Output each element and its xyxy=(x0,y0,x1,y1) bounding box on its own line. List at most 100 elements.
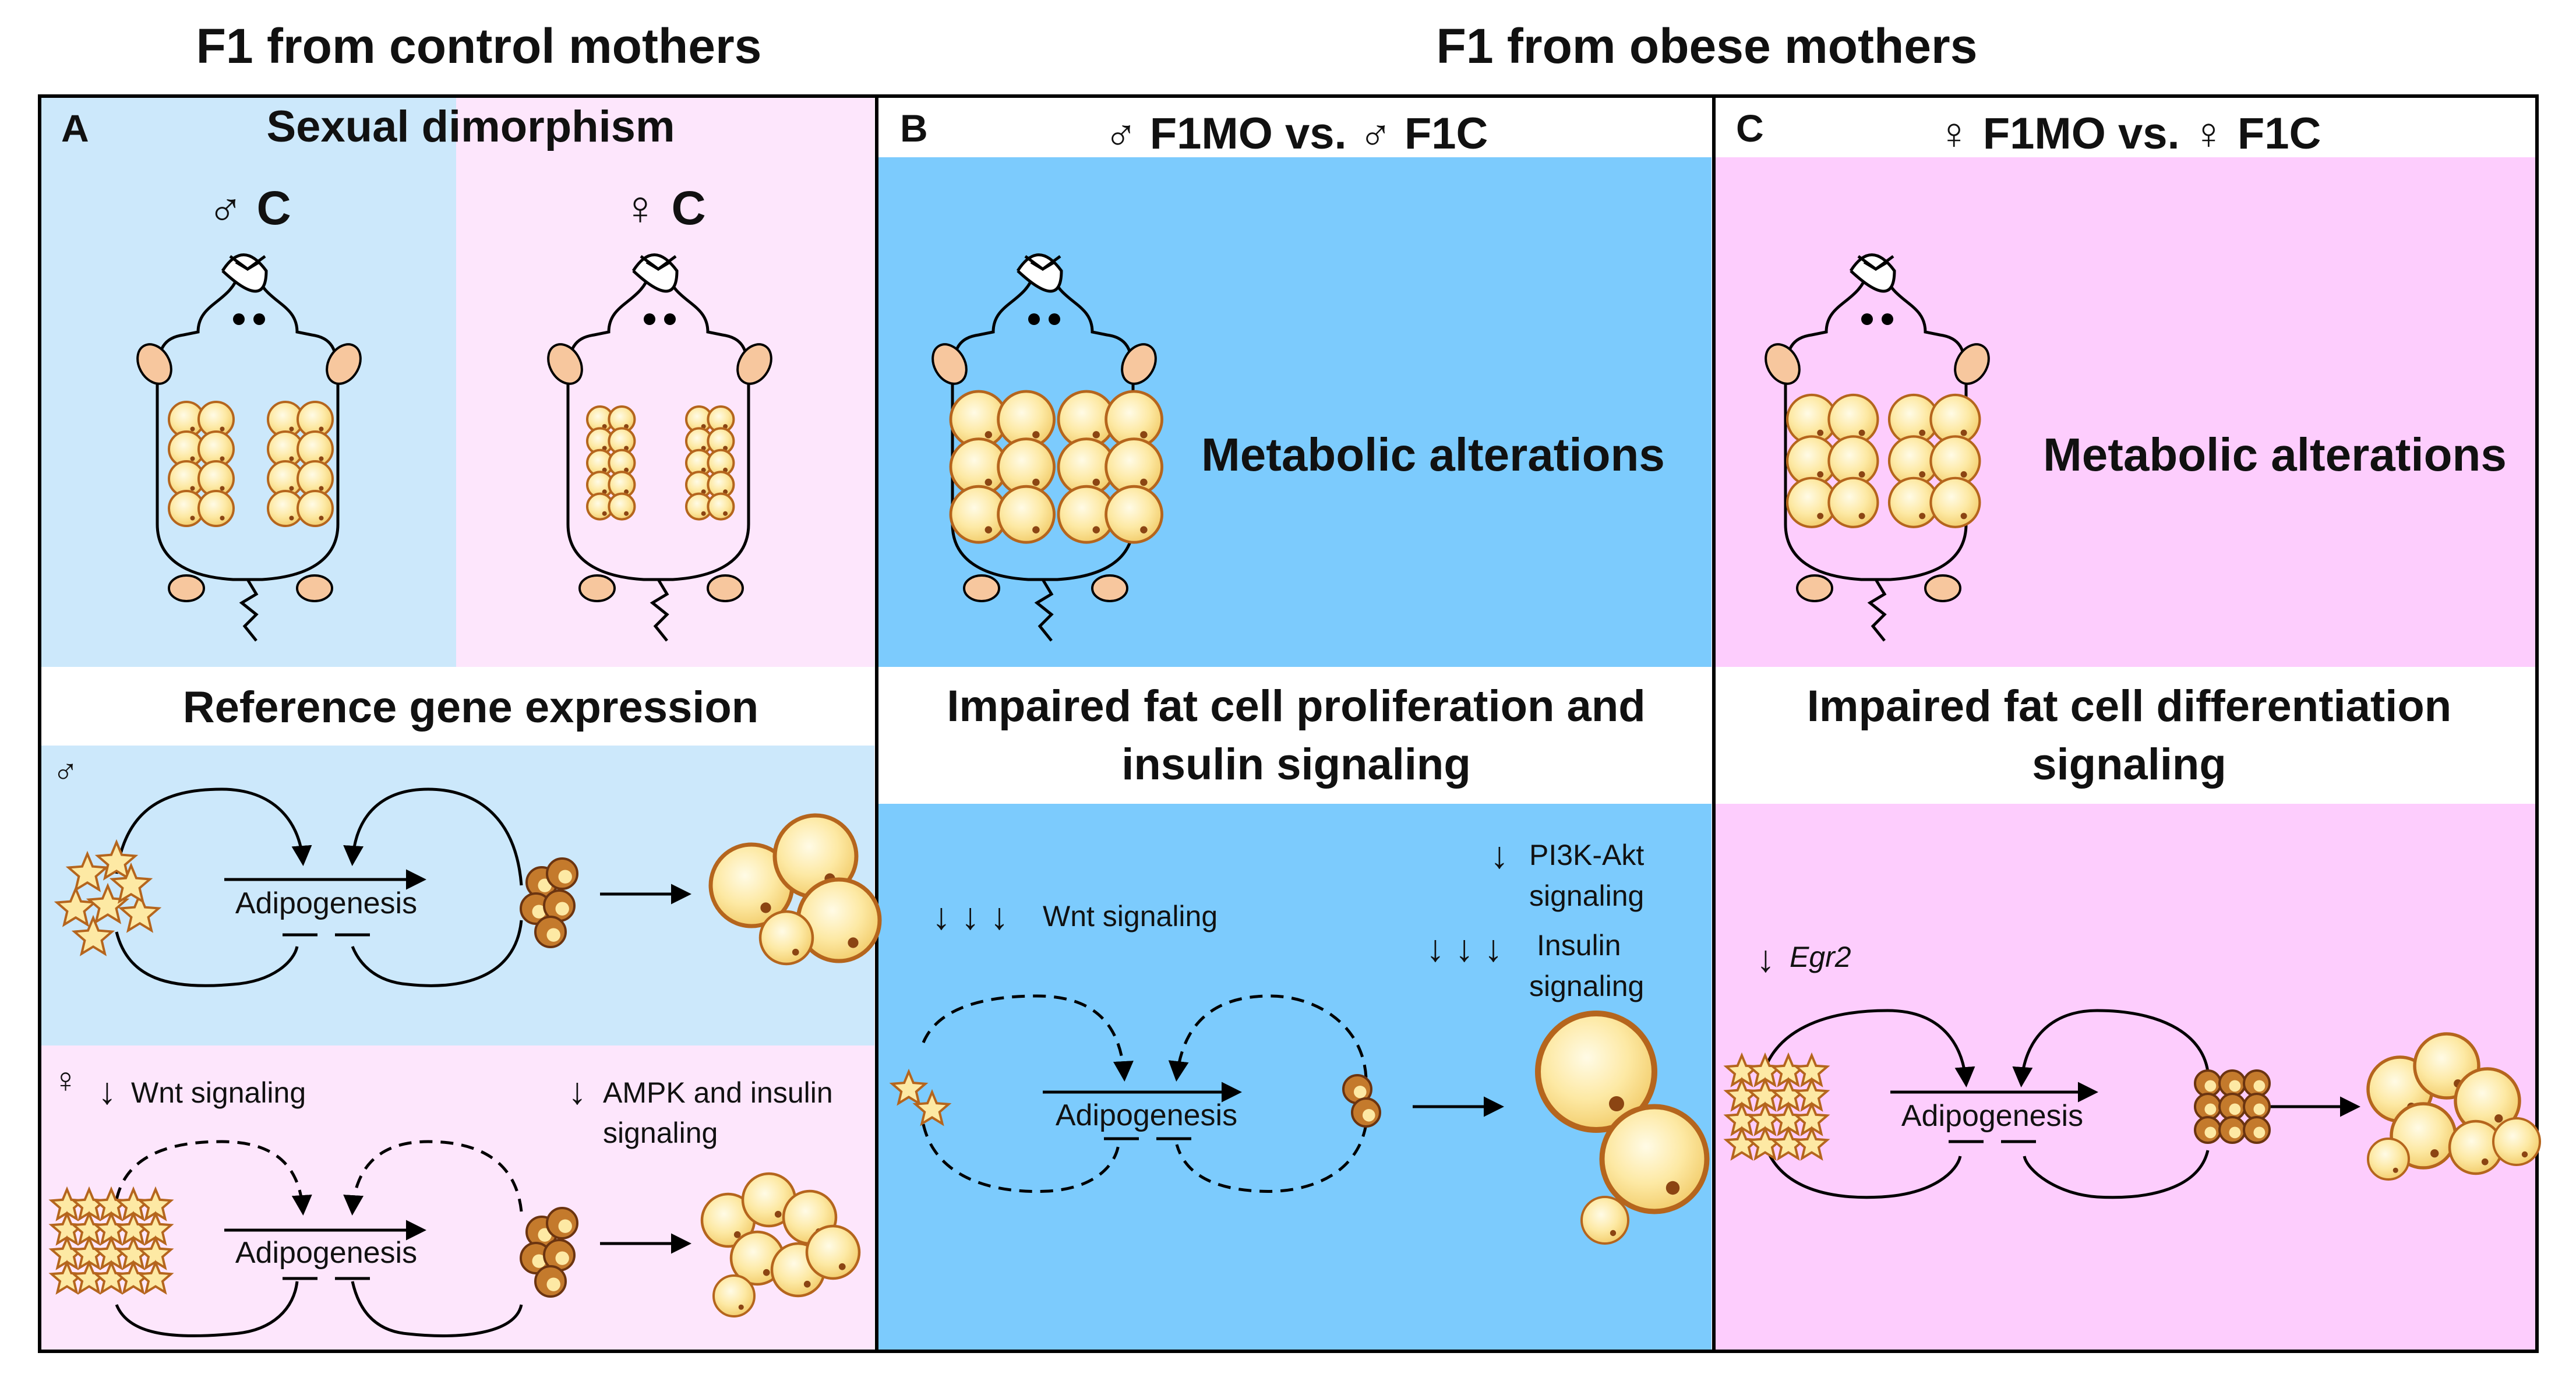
depot-cell xyxy=(1929,476,1981,528)
panel-b-section-title-2: insulin signaling xyxy=(1121,740,1471,789)
panel-b-pi3k-1: PI3K-Akt xyxy=(1529,839,1644,871)
precursor-star xyxy=(137,1259,174,1295)
precursor-star xyxy=(1793,1125,1830,1161)
preadipocyte xyxy=(2218,1116,2246,1144)
panel-b-section-title-1: Impaired fat cell proliferation and xyxy=(947,681,1645,731)
preadipocyte xyxy=(2194,1069,2222,1097)
panel-b-title: ♂ F1MO vs. ♂ F1C xyxy=(1104,109,1488,158)
frames xyxy=(38,94,2539,1353)
preadipocyte xyxy=(543,1239,576,1271)
precursor-star xyxy=(109,862,153,904)
female-control-label: ♀ C xyxy=(622,182,706,235)
female-symbol: ♀ xyxy=(52,1061,79,1100)
panel-b-pi3k-arrow: ↓ xyxy=(1490,834,1509,876)
panel-a-female-adipogenesis: Adipogenesis xyxy=(235,1236,417,1270)
preadipocyte xyxy=(2243,1116,2271,1144)
preadipocyte xyxy=(2243,1093,2271,1121)
preadipocyte xyxy=(2194,1116,2222,1144)
preadipocyte xyxy=(1351,1097,1381,1128)
panel-b-wnt: Wnt signaling xyxy=(1043,900,1218,933)
depot-cell xyxy=(197,490,235,527)
depot-cell xyxy=(685,492,713,521)
preadipocyte xyxy=(2218,1093,2246,1121)
adipocyte xyxy=(805,1224,861,1280)
depot-cell xyxy=(707,471,735,499)
adipocyte xyxy=(1535,1011,1657,1133)
adipocyte xyxy=(1599,1104,1710,1214)
depot-cell xyxy=(1104,485,1163,544)
outer-frame xyxy=(38,94,2539,1353)
panel-c-adipogenesis: Adipogenesis xyxy=(1901,1099,2083,1133)
panel-b-insulin-arrows: ↓ ↓ ↓ xyxy=(1426,927,1503,969)
adipocyte xyxy=(2492,1117,2541,1166)
panel-b-metabolic: Metabolic alterations xyxy=(1201,429,1665,481)
depot-cell xyxy=(1827,476,1879,528)
preadipocyte xyxy=(2218,1069,2246,1097)
panel-a-male-cycle xyxy=(115,787,691,987)
panel-a-letter: A xyxy=(61,107,89,150)
panel-a-ampk-arrow: ↓ xyxy=(568,1070,587,1112)
panel-c-section-title-1: Impaired fat cell differentiation xyxy=(1807,681,2451,731)
precursor-star xyxy=(94,839,139,881)
preadipocyte xyxy=(520,1242,552,1274)
depot-cell xyxy=(1887,476,1940,528)
panel-c-cycle xyxy=(1760,1009,2360,1199)
precursor-star xyxy=(118,891,162,933)
panel-c-egr: Egr2 xyxy=(1790,941,1851,973)
panel-b-cycle xyxy=(922,994,1504,1193)
panel-b-letter: B xyxy=(900,107,928,150)
panel-a-title: Sexual dimorphism xyxy=(266,102,675,151)
preadipocyte xyxy=(2243,1069,2271,1097)
depot-cell xyxy=(168,490,205,527)
precursor-star xyxy=(65,850,110,892)
pathway-cells xyxy=(48,813,2541,1318)
depot-cell xyxy=(608,492,636,521)
adipocyte xyxy=(712,1274,756,1318)
panel-a-section-title: Reference gene expression xyxy=(183,683,758,732)
panel-c-title: ♀ F1MO vs. ♀ F1C xyxy=(1938,109,2321,158)
adipocyte xyxy=(1580,1196,1629,1245)
depot-cell xyxy=(1785,476,1838,528)
preadipocyte xyxy=(2194,1093,2222,1121)
panel-b-adipogenesis: Adipogenesis xyxy=(1056,1099,1237,1132)
adipocyte xyxy=(2367,1138,2410,1181)
preadipocyte xyxy=(546,857,578,890)
male-control-label: ♂ C xyxy=(207,182,291,235)
panel-c-section-title-2: signaling xyxy=(2032,740,2226,789)
panel-b-pi3k-2: signaling xyxy=(1529,879,1644,912)
adipocyte xyxy=(796,877,882,963)
preadipocyte xyxy=(534,1265,567,1298)
panel-a-wnt-arrow: ↓ xyxy=(98,1070,117,1112)
fat-depots xyxy=(168,390,1981,544)
panel-a-female-cycle xyxy=(115,1140,691,1337)
preadipocyte xyxy=(546,1207,578,1239)
panel-a-ampk-2: signaling xyxy=(603,1117,718,1149)
precursor-star xyxy=(71,914,115,956)
panel-a-male-adipogenesis: Adipogenesis xyxy=(235,886,417,920)
adipocyte xyxy=(758,910,814,966)
depot-cell xyxy=(1104,437,1163,496)
precursor-star xyxy=(912,1089,952,1126)
panel-a-title-gap xyxy=(40,667,874,746)
preadipocyte xyxy=(543,889,576,922)
preadipocyte xyxy=(534,916,567,948)
depot-cell xyxy=(297,490,334,527)
header-control: F1 from control mothers xyxy=(196,19,762,73)
male-symbol: ♂ xyxy=(52,752,79,791)
depot-cell xyxy=(707,492,735,521)
depot-cell xyxy=(997,485,1056,544)
depot-cell xyxy=(608,427,636,455)
precursor-star xyxy=(54,885,98,927)
panel-b-wnt-arrows: ↓ ↓ ↓ xyxy=(932,895,1009,937)
panel-b-insulin-1: Insulin xyxy=(1537,929,1621,962)
panel-b-insulin-2: signaling xyxy=(1529,970,1644,1002)
panel-a-ampk-1: AMPK and insulin xyxy=(603,1076,833,1109)
panel-c-metabolic: Metabolic alterations xyxy=(2043,429,2507,481)
panel-a-wnt: Wnt signaling xyxy=(131,1076,306,1109)
precursor-star xyxy=(889,1068,929,1106)
panel-c-letter: C xyxy=(1736,107,1764,150)
header-obese: F1 from obese mothers xyxy=(1437,19,1978,73)
panel-c-egr-arrow: ↓ xyxy=(1756,938,1775,980)
